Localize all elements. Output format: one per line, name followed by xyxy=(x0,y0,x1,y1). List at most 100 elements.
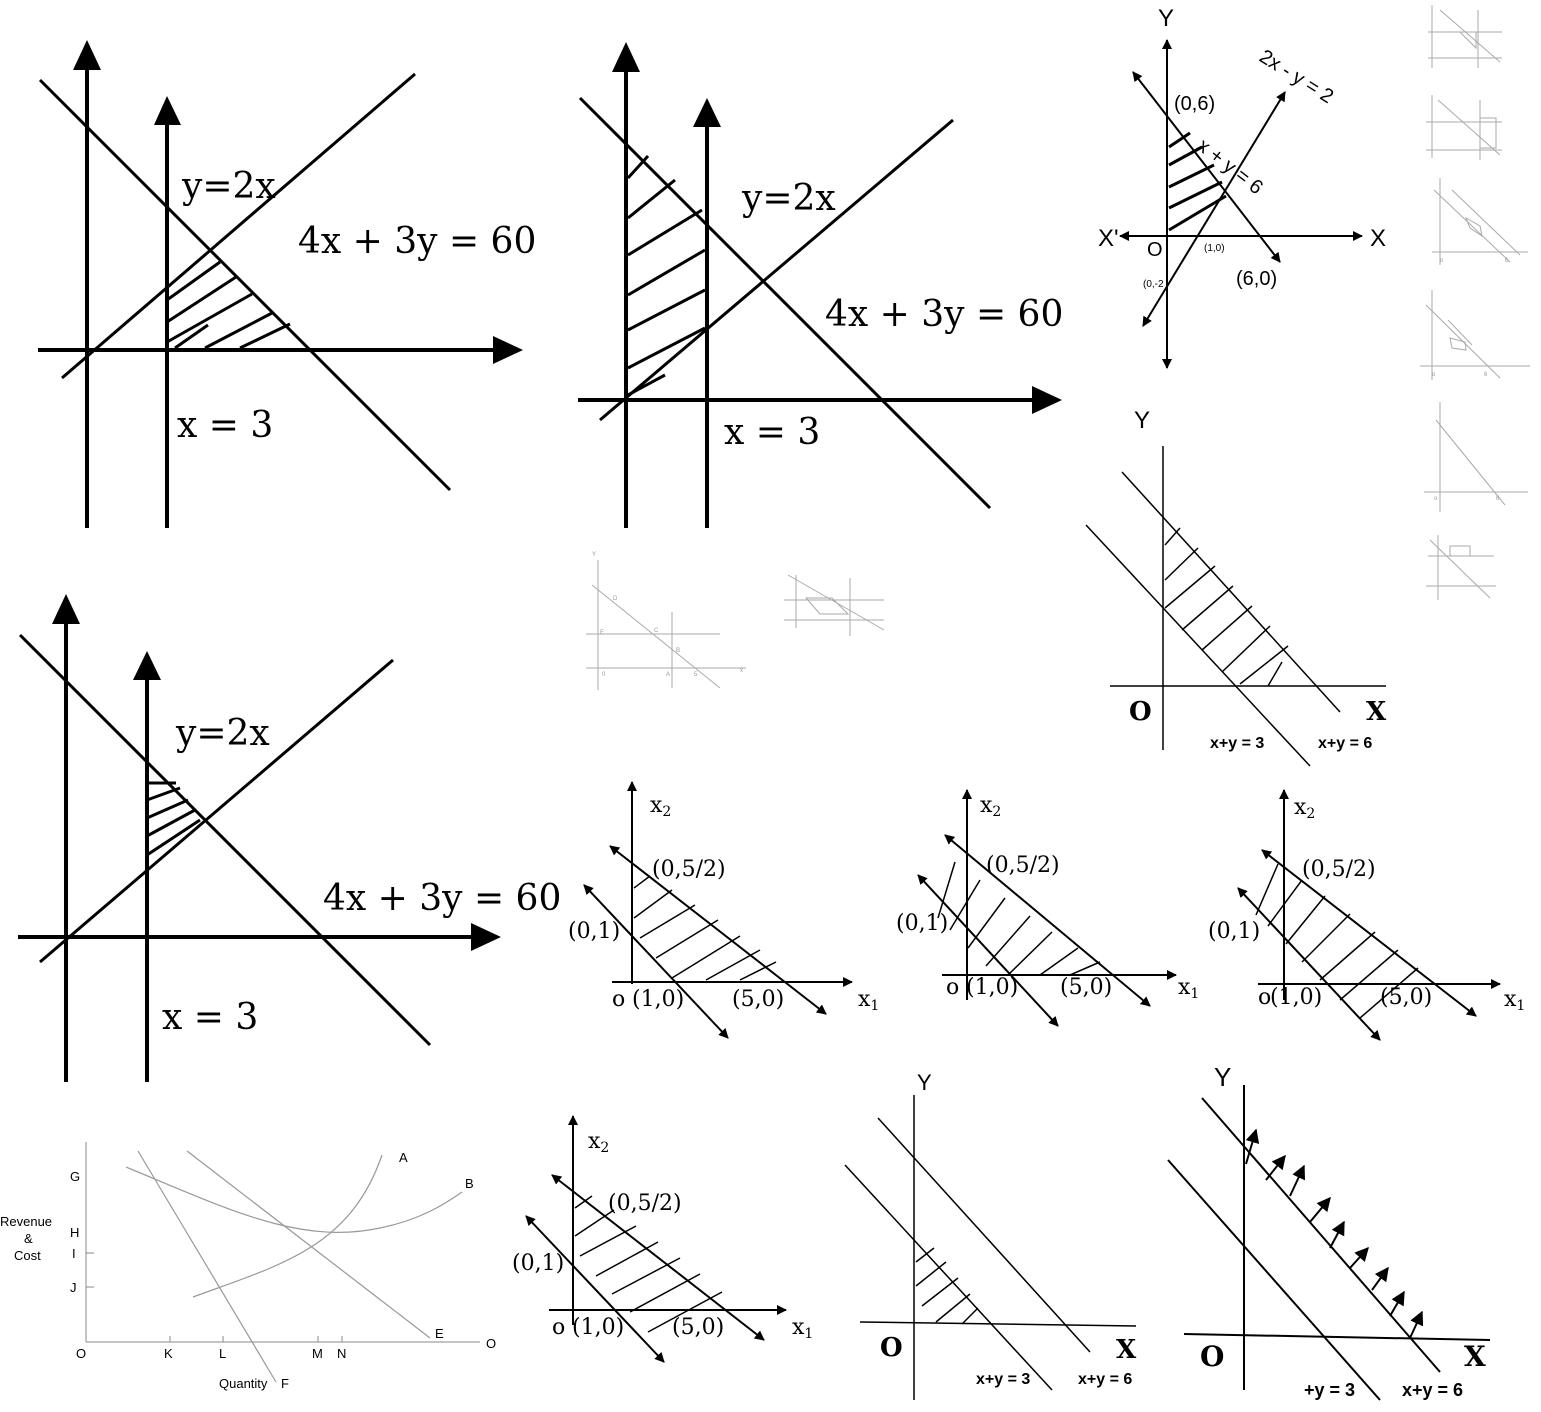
label-x-y-3: x+y = 3 xyxy=(1210,735,1264,752)
label-pt-50: (5,0) xyxy=(672,1315,724,1340)
hatching xyxy=(626,154,706,397)
x1x2-panel-4: x2 x1 o (0,5/2) (0,1) (1,0) (5,0) xyxy=(512,1115,813,1363)
label-x2: x2 xyxy=(588,1129,609,1156)
x1x2-panel-1: x2 x1 o (0,5/2) (0,1) (1,0) (5,0) xyxy=(568,781,879,1039)
label-x-3: x = 3 xyxy=(724,412,820,453)
label-pt-10: (1,0) xyxy=(632,987,684,1012)
sketch-right xyxy=(784,574,885,636)
vertical-arrowhead xyxy=(133,651,161,680)
svg-text:D: D xyxy=(613,596,618,602)
label-x1: x1 xyxy=(1178,975,1199,1002)
line-4x-3y-60 xyxy=(18,633,432,1047)
label-pt-05-2: (0,5/2) xyxy=(652,857,726,882)
x1x2-panel-2: x2 x1 o (0,5/2) (0,1) (1,0) (5,0) xyxy=(896,789,1199,1027)
line-x-plus-y-3 xyxy=(1167,1159,1381,1401)
label-x-3: x = 3 xyxy=(162,997,258,1038)
label-pt-50: (5,0) xyxy=(1380,985,1432,1010)
label-pt-01: (0,1) xyxy=(568,919,620,944)
svg-text:o: o xyxy=(1440,258,1444,264)
label-pt-05-2: (0,5/2) xyxy=(986,853,1060,878)
line-y-2x xyxy=(599,118,954,422)
y-axis-arrowhead xyxy=(73,40,101,70)
tick-K: K xyxy=(164,1346,173,1361)
svg-text:o: o xyxy=(1434,496,1438,502)
label-pt-10: (1,0) xyxy=(1270,985,1322,1010)
x-axis xyxy=(859,1321,1137,1327)
panel-1: y=2x 4x + 3y = 60 x = 3 xyxy=(38,40,536,528)
line-x-plus-y-6 xyxy=(877,1117,1091,1353)
label-x2: x2 xyxy=(980,793,1001,820)
svg-text:6: 6 xyxy=(1496,496,1500,502)
line-lower xyxy=(525,1215,665,1363)
label-origin: o xyxy=(946,975,959,1000)
label-x1: x1 xyxy=(1504,987,1525,1014)
label-E: E xyxy=(435,1326,444,1341)
y-label-line3: Cost xyxy=(14,1248,41,1263)
label-F: F xyxy=(281,1376,289,1391)
tick-N: N xyxy=(337,1346,346,1361)
label-y-2x: y=2x xyxy=(741,178,836,219)
vertical-arrowhead xyxy=(154,96,181,125)
label-pt-05-2: (0,5/2) xyxy=(1302,857,1376,882)
economics-panel: Revenue & Cost Quantity G H I J O K L M … xyxy=(0,1142,496,1391)
y-label-line1: Revenue xyxy=(0,1214,52,1229)
x-ticks xyxy=(169,1336,343,1342)
tick-L: L xyxy=(219,1346,226,1361)
label-pt-50: (5,0) xyxy=(732,987,784,1012)
line-x-plus-y-6 xyxy=(1201,1097,1441,1373)
hatching xyxy=(166,260,291,350)
line-x-plus-y-3 xyxy=(1085,524,1311,767)
label-x1: x1 xyxy=(792,1315,813,1342)
svg-text:A: A xyxy=(666,672,670,678)
panel-3: y=2x 4x + 3y = 60 x = 3 xyxy=(18,594,561,1082)
label-pt-0m2: (0,-2 xyxy=(1143,279,1164,290)
label-x-y-6: x+y = 6 xyxy=(1078,1371,1132,1388)
label-4x-3y-60: 4x + 3y = 60 xyxy=(298,221,536,262)
hatching xyxy=(1164,527,1289,687)
curve-A xyxy=(192,1154,383,1298)
panel-top-right: Y X X' O (0,6) (6,0) (1,0) (0,-2 2x - y … xyxy=(1098,5,1386,369)
hatching xyxy=(146,781,201,857)
label-x2: x2 xyxy=(650,793,671,820)
label-2x-y-2: 2x - y = 2 xyxy=(1255,46,1337,109)
tick-O-origin: O xyxy=(76,1346,86,1361)
svg-text:E: E xyxy=(600,630,604,636)
vertical-arrowhead xyxy=(693,98,721,127)
tick-J: J xyxy=(70,1280,77,1295)
tick-G: G xyxy=(70,1169,80,1184)
x-axis-arrowhead xyxy=(1032,386,1062,414)
label-pt-01: (0,1) xyxy=(896,911,948,936)
direction-arrows xyxy=(1245,1128,1424,1339)
svg-text:Y: Y xyxy=(592,552,596,558)
thumbnail-2 xyxy=(1426,95,1502,160)
x-axis-arrowhead xyxy=(493,336,523,364)
line-lower xyxy=(583,884,729,1039)
hatching xyxy=(633,875,777,981)
x-axis-arrowhead xyxy=(471,923,501,951)
label-origin: O xyxy=(1147,239,1163,261)
label-pt-01: (0,1) xyxy=(1208,919,1260,944)
label-pt-10: (1,0) xyxy=(966,975,1018,1000)
label-x-y-3: x+y = 3 xyxy=(976,1371,1030,1388)
label-4x-3y-60: 4x + 3y = 60 xyxy=(323,878,561,919)
label-4x-3y-60: 4x + 3y = 60 xyxy=(825,294,1063,335)
label-pt-50: (5,0) xyxy=(1060,975,1112,1000)
line-x-plus-y-6 xyxy=(1121,471,1341,713)
label-y-2x: y=2x xyxy=(181,166,276,207)
svg-text:x: x xyxy=(740,668,743,674)
label-pt-05-2: (0,5/2) xyxy=(608,1191,682,1216)
label-x: X xyxy=(1464,1340,1486,1373)
panel-2: y=2x 4x + 3y = 60 x = 3 xyxy=(578,42,1063,528)
x1x2-panel-3: x2 x1 o (0,5/2) (0,1) (1,0) (5,0) xyxy=(1208,789,1525,1041)
label-pt-10: (1,0) xyxy=(1204,243,1225,254)
hatching xyxy=(915,1247,979,1325)
svg-text:B: B xyxy=(676,648,680,654)
tick-M: M xyxy=(312,1346,323,1361)
label-y: Y xyxy=(1214,1062,1231,1092)
label-pt-06: (0,6) xyxy=(1174,93,1215,115)
